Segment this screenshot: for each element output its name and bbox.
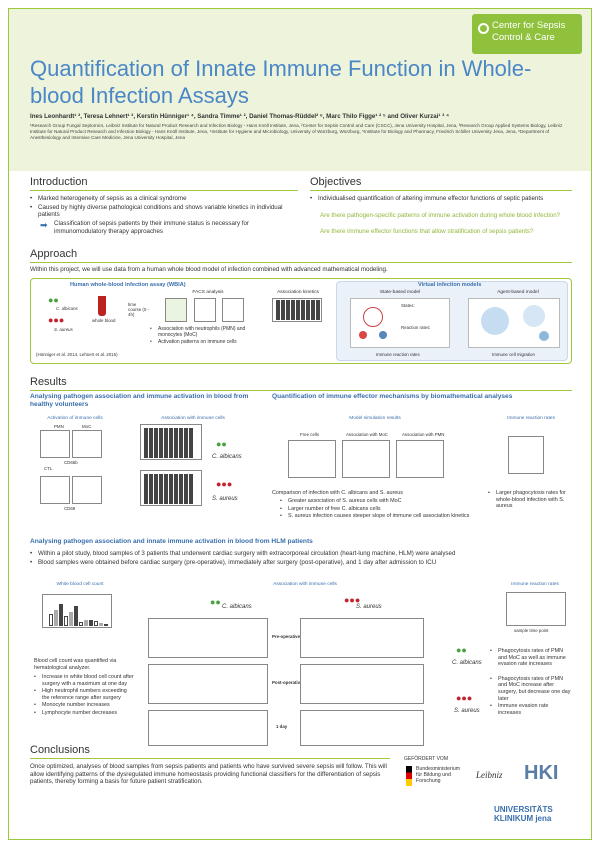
assoc-bars-saureus [140,470,202,506]
conclusions-heading: Conclusions [30,744,90,756]
comparison-bullets: Greater association of S. aureus cells w… [280,498,480,521]
wbc-text: Blood cell count was quantified via hema… [34,658,117,671]
hki-logo: HKI [524,762,559,784]
histogram-cd69-moc [72,476,102,504]
calbicans-icon: ●● [456,645,467,655]
assoc-bars-calbicans [140,424,202,460]
affiliations: ¹Research Group Fungal Septomics, Leibni… [30,123,563,140]
bmbf-flag-icon [406,766,412,786]
blood-tube-icon [98,296,106,316]
intro-rule [30,190,298,191]
conclusions-text: Once optimized, analyses of blood sample… [30,763,387,786]
sim-pmn-plot [396,440,444,478]
agent-model-diagram [468,298,560,348]
histogram-cd66b-pmn [40,430,70,458]
objectives-heading: Objectives [310,176,362,188]
histogram-cd69-pmn [40,476,70,504]
saureus-icon: ●●● [456,693,473,703]
intro-bullet: Caused by highly diverse pathological co… [30,204,298,219]
poster-frame [8,8,592,840]
state-model-diagram: States: Reaction rates: [350,298,450,348]
facs-plot-1 [165,298,187,322]
hlm-right-bullets: Phagocytosis rates of PMN and MoC as wel… [490,648,572,717]
results-heading: Results [30,376,67,388]
intro-arrow-row: ➡ Classification of sepsis patients by t… [40,220,249,235]
calbicans-icon: ●● [216,439,227,449]
approach-box [30,278,572,364]
question-2: Are there immune effector functions that… [320,228,534,235]
reaction-rates-plot [508,436,544,474]
approach-bullets: Association with neutrophils (PMN) and m… [150,326,270,346]
assoc-kinetics-plot [272,298,322,322]
approach-text: Within this project, we will use data fr… [30,266,388,273]
results-sub1: Analysing pathogen association and immun… [30,393,249,408]
intro-heading: Introduction [30,176,88,188]
calbicans-icon: ●● [48,295,59,305]
facs-plot-3 [222,298,244,322]
citation: (Hünniger et al. 2014, Lehnert et al. 20… [36,352,118,357]
intro-bullet: Marked heterogeneity of sepsis as a clin… [30,195,298,203]
results-rule [30,390,572,391]
wbc-bullets: Increase in white blood cell count after… [34,674,134,718]
hlm-bars-1day-calbicans [148,710,268,746]
objectives-rule [310,190,572,191]
intro-bullets: Marked heterogeneity of sepsis as a clin… [30,195,298,220]
hlm-bars-post-saureus [300,664,424,704]
saureus-icon: ●●● [216,479,233,489]
saureus-icon: ●●● [48,315,65,325]
calbicans-icon: ●● [210,597,221,607]
comparison-title: Comparison of infection with C. albicans… [272,490,403,496]
objectives-bullets: Individualised quantification of alterin… [310,195,572,204]
authors: Ines Leonhardt¹ ², Teresa Lehnert¹ ², Ke… [30,113,450,120]
question-1: Are there pathogen-specific patterns of … [320,212,561,219]
approach-rule [30,262,572,263]
saureus-icon: ●●● [344,595,361,605]
approach-heading: Approach [30,248,78,260]
uk-jena-logo: UNIVERSITÄTS KLINIKUM jena [494,805,553,823]
wbc-bar-chart [42,594,112,628]
histogram-cd66b-moc [72,430,102,458]
sim-free-cells-plot [288,440,336,478]
arrow-right-icon: ➡ [40,220,48,230]
sim-moc-plot [342,440,390,478]
csc-logo-icon [478,23,489,34]
leibniz-logo: Leibniz [476,770,503,780]
wbia-title: Human whole-blood infection assay (WBIA) [70,282,186,288]
hlm-rates-plot [506,592,566,626]
hlm-bars-pre-calbicans [148,618,268,658]
hlm-bars-post-calbicans [148,664,268,704]
right-bullet: Larger phagocytosis rates for whole-bloo… [488,490,572,511]
conclusions-rule [30,758,390,759]
hlm-bullets: Within a pilot study, blood samples of 3… [30,550,572,567]
hlm-bars-1day-saureus [300,710,424,746]
objectives-bullet: Individualised quantification of alterin… [310,195,572,203]
hlm-bars-pre-saureus [300,618,424,658]
poster-title: Quantification of Innate Immune Function… [30,56,532,108]
results-sub2: Quantification of immune effector mechan… [272,393,513,400]
facs-plot-2 [194,298,216,322]
results-sub3: Analysing pathogen association and innat… [30,538,313,545]
